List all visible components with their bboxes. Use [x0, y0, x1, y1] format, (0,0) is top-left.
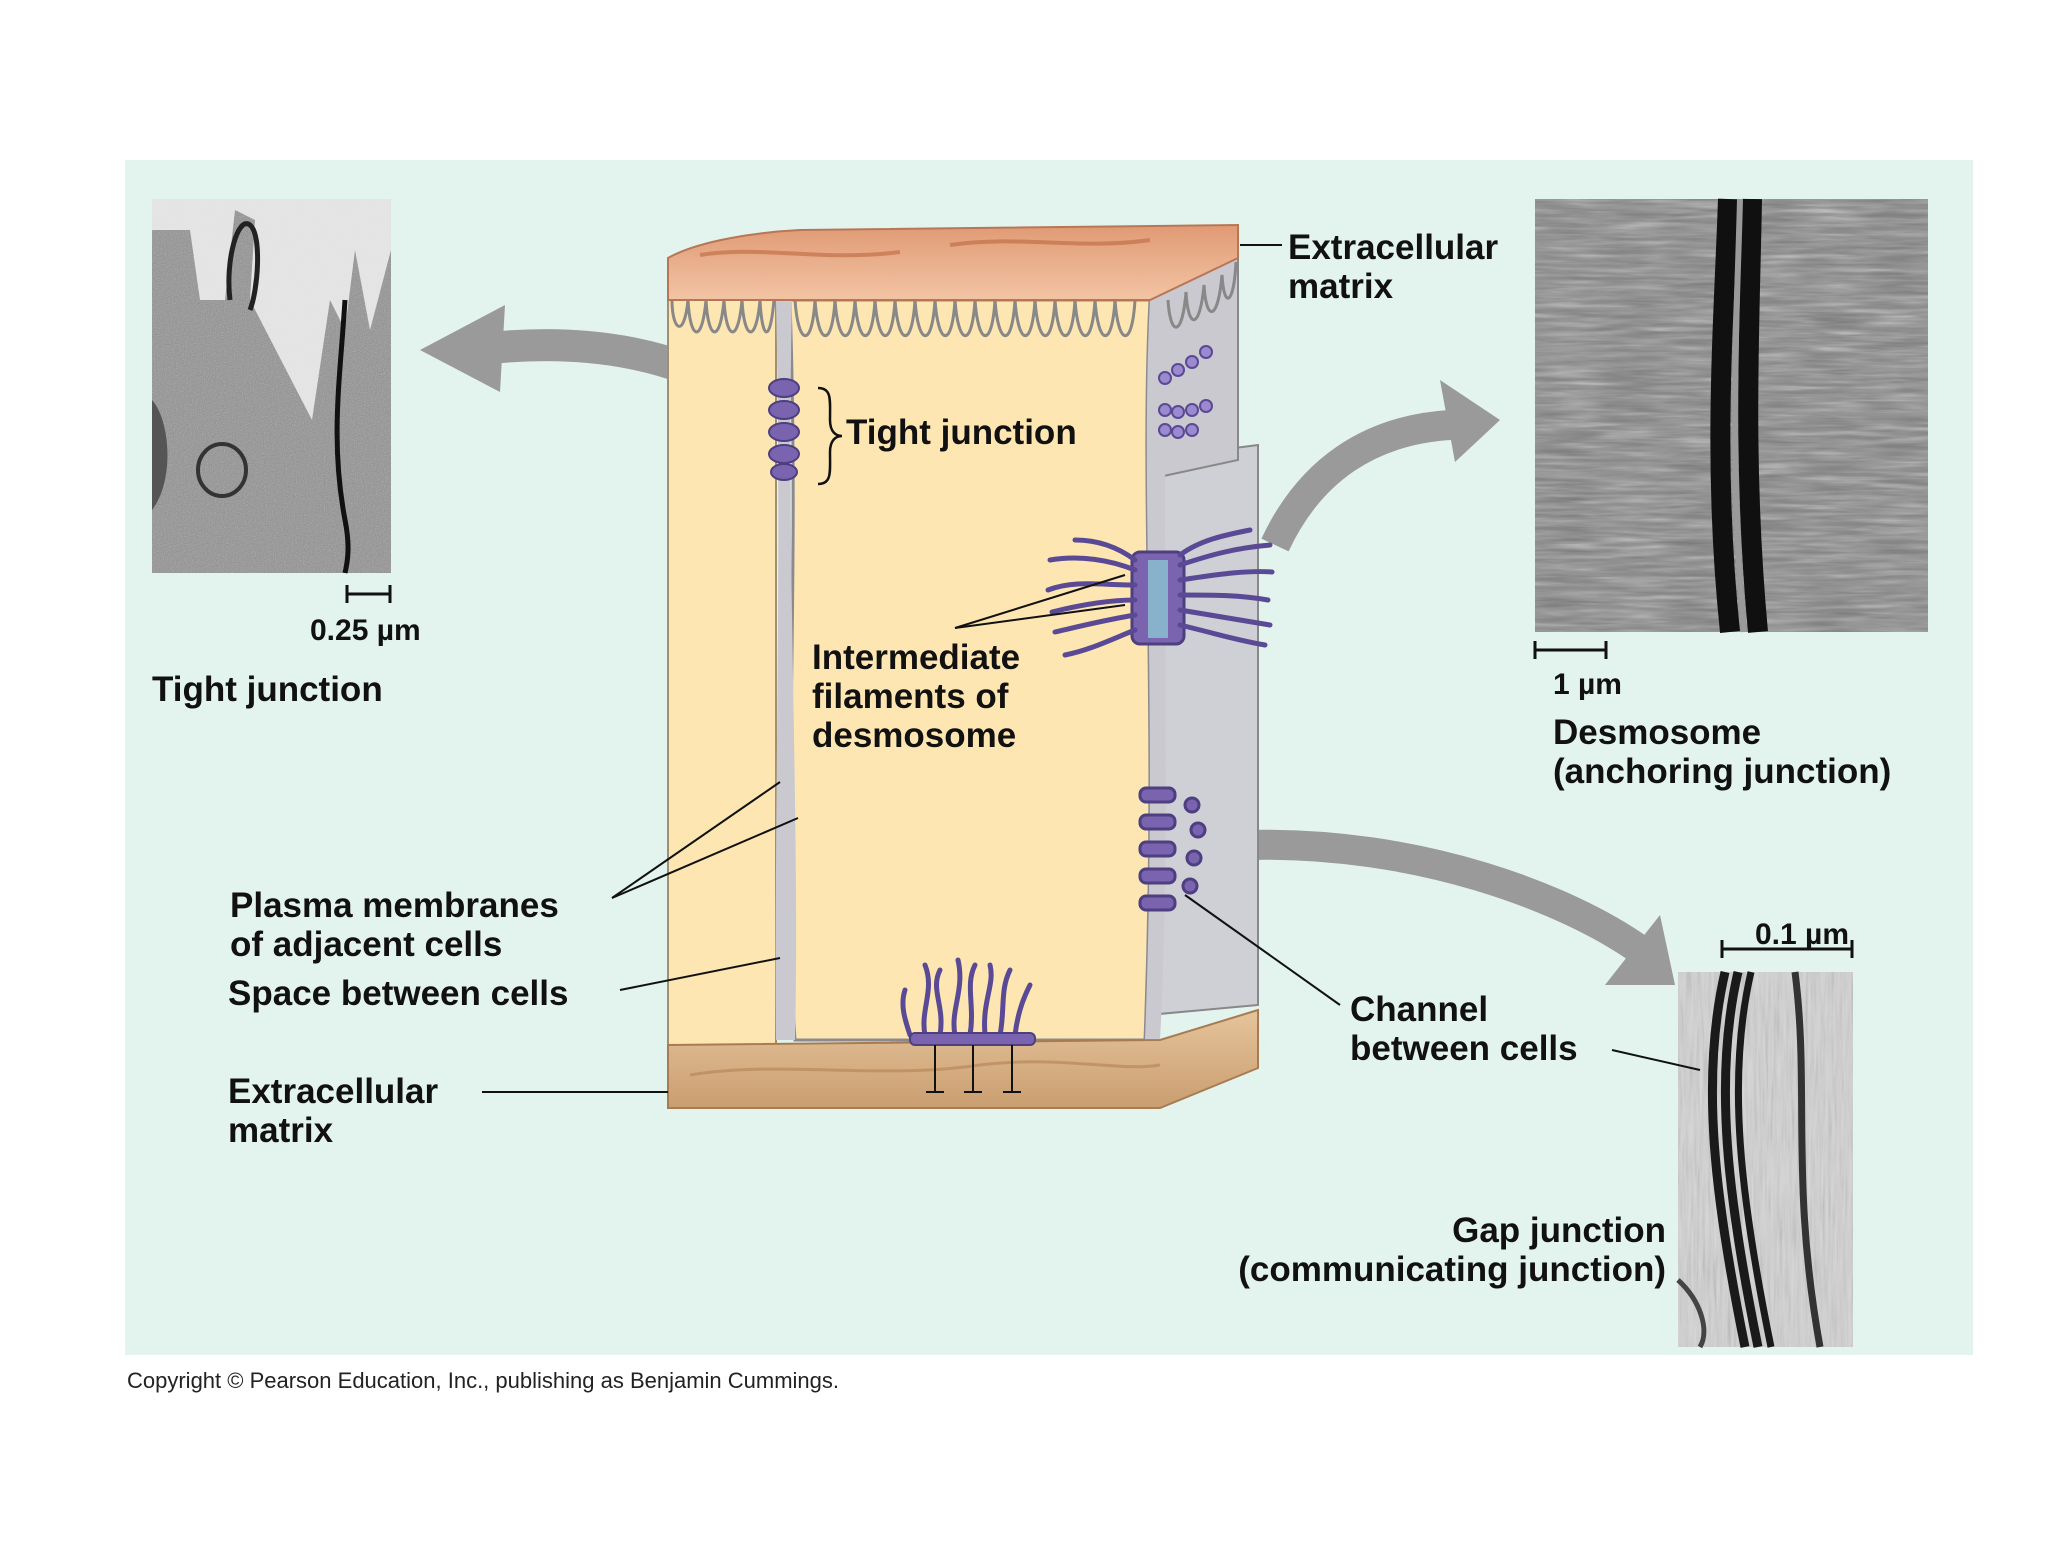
gap-junction-scale-bar: [1720, 940, 1854, 958]
label-line: filaments of: [812, 677, 1009, 716]
label-line: Desmosome: [1553, 713, 1762, 752]
label-channel-between-cells: Channel between cells: [1350, 990, 1578, 1068]
label-line: between cells: [1350, 1029, 1578, 1068]
desmosome-structure: [1045, 527, 1275, 658]
gap-junction-scale-label: 0.1 µm: [1755, 918, 1849, 951]
label-line: Intermediate: [812, 638, 1021, 677]
label-line: of adjacent cells: [230, 925, 503, 964]
tight-junction-micrograph: [152, 199, 391, 574]
label-line: matrix: [228, 1111, 334, 1150]
desmosome-micrograph: [1535, 198, 1928, 634]
label-line: Plasma membranes: [230, 886, 559, 925]
gap-junction-caption: Gap junction (communicating junction): [1186, 1211, 1666, 1289]
tight-junction-scale-bar: [345, 585, 392, 603]
leader-lines: [482, 244, 1701, 1093]
label-plasma-membranes: Plasma membranes of adjacent cells: [230, 886, 559, 964]
label-extracellular-matrix-bottom: Extracellular matrix: [228, 1072, 438, 1150]
label-line: matrix: [1288, 267, 1394, 306]
cell-block: [667, 223, 1275, 1109]
arrow-to-desmosome-micrograph: [1261, 380, 1500, 552]
label-line: Extracellular: [228, 1072, 439, 1111]
tight-junction-scale-label: 0.25 µm: [310, 614, 421, 647]
desmosome-caption: Desmosome (anchoring junction): [1553, 713, 1891, 791]
label-tight-junction-callout: Tight junction: [846, 413, 1077, 452]
label-space-between-cells: Space between cells: [228, 974, 569, 1013]
label-line: (communicating junction): [1238, 1250, 1666, 1289]
gap-junction-channels: [1138, 786, 1207, 912]
label-line: Channel: [1350, 990, 1489, 1029]
arrow-to-gap-junction-micrograph: [1244, 829, 1675, 985]
desmosome-scale-label: 1 µm: [1553, 668, 1622, 701]
label-extracellular-matrix-top: Extracellular matrix: [1288, 228, 1498, 306]
desmosome-scale-bar: [1533, 641, 1608, 659]
copyright-notice: Copyright © Pearson Education, Inc., pub…: [127, 1368, 840, 1393]
label-line: Gap junction: [1452, 1211, 1666, 1250]
gap-junction-micrograph: [1676, 970, 1853, 1349]
label-line: Extracellular: [1288, 228, 1499, 267]
label-intermediate-filaments: Intermediate filaments of desmosome: [812, 638, 1020, 755]
hemidesmosome: [900, 957, 1036, 1093]
label-line: desmosome: [812, 716, 1017, 755]
label-line: (anchoring junction): [1553, 752, 1892, 791]
tight-junction-caption: Tight junction: [152, 670, 383, 709]
